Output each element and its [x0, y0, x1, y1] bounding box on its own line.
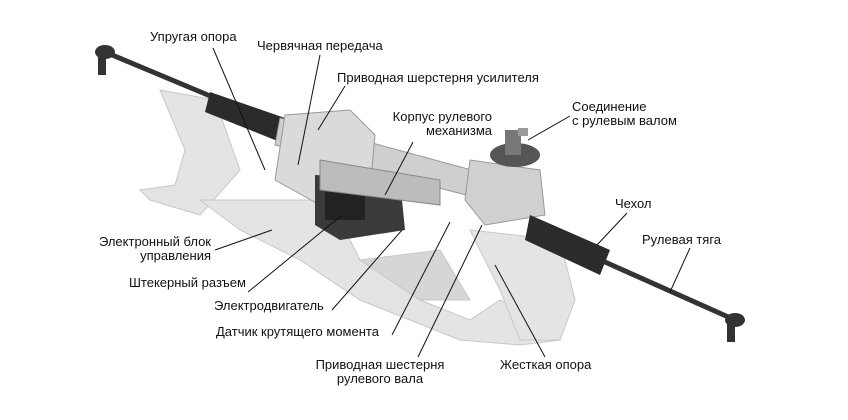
right-boot: [525, 215, 610, 275]
label-housing-line2: механизма: [425, 123, 492, 138]
label-worm-gear: Червячная передача: [257, 38, 383, 53]
label-steering-pinion: Приводная шестерня рулевого вала: [305, 358, 455, 386]
label-ecu-line1: Электронный блок: [98, 234, 211, 249]
label-tie-rod: Рулевая тяга: [642, 232, 722, 247]
label-shaft-connection-line1: Соединение: [572, 99, 647, 114]
right-tie-rod: [603, 259, 745, 342]
label-boot: Чехол: [615, 196, 652, 211]
label-elastic-mount: Упругая опора: [150, 29, 237, 44]
label-steering-pinion-line2: рулевого вала: [336, 371, 424, 386]
label-rigid-mount: Жесткая опора: [500, 357, 592, 372]
label-motor: Электродвигатель: [214, 298, 324, 313]
label-shaft-connection: Соединение с рулевым валом: [572, 100, 677, 128]
label-connector: Штекерный разъем: [129, 275, 246, 290]
label-torque-sensor: Датчик крутящего момента: [216, 324, 379, 339]
label-housing: Корпус рулевого механизма: [385, 110, 492, 138]
leader-lines: [212, 47, 691, 358]
label-shaft-connection-line2: с рулевым валом: [572, 113, 677, 128]
motor-body: [319, 159, 441, 206]
left-boot: [205, 92, 285, 142]
label-housing-line1: Корпус рулевого: [392, 109, 492, 124]
label-ecu-line2: управления: [140, 248, 211, 263]
subframe: [138, 89, 576, 346]
pinion-housing: [464, 128, 546, 226]
label-booster-pinion: Приводная шерстерня усилителя: [337, 70, 539, 85]
label-steering-pinion-line1: Приводная шестерня: [315, 357, 445, 372]
left-tie-rod: [95, 45, 216, 101]
label-ecu: Электронный блок управления: [85, 235, 211, 263]
